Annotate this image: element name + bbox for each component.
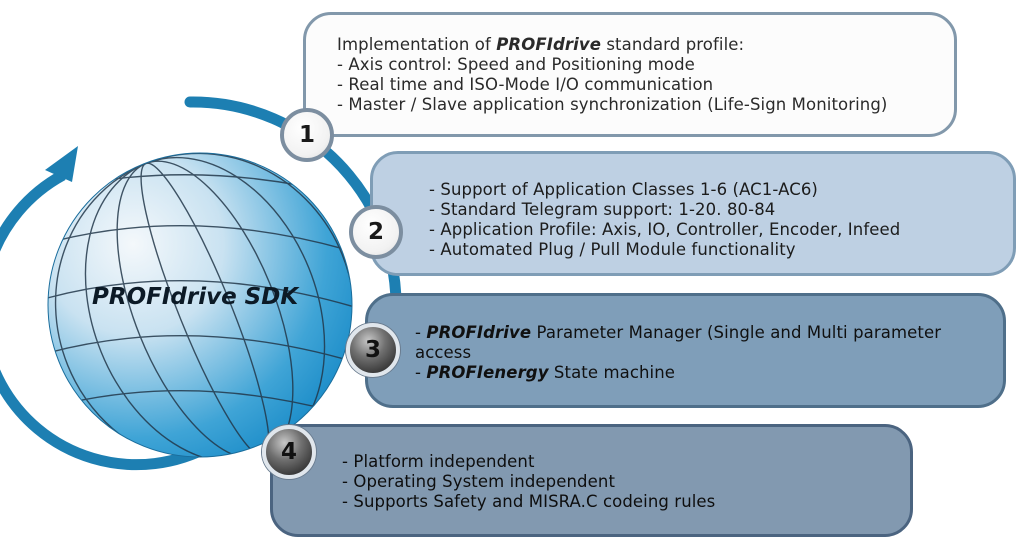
- step-4-line-1: - Platform independent: [342, 452, 535, 471]
- step-4-line-2: - Operating System independent: [342, 472, 616, 491]
- step-4-box: - Platform independent - Operating Syste…: [270, 424, 913, 537]
- center-label: PROFIdrive SDK: [92, 284, 299, 310]
- step-1-line-1: Implementation of PROFIdrive standard pr…: [337, 35, 745, 54]
- step-3-number: 3: [364, 337, 381, 363]
- step-2-badge: 2: [349, 205, 403, 259]
- step-1-line-3: - Real time and ISO-Mode I/O communicati…: [337, 75, 714, 94]
- arrow-head: [45, 146, 78, 182]
- step-2-text: - Support of Application Classes 1-6 (AC…: [429, 180, 900, 260]
- step-1-number: 1: [298, 122, 315, 148]
- step-2-line-3: - Application Profile: Axis, IO, Control…: [429, 220, 901, 239]
- step-2-line-1: - Support of Application Classes 1-6 (AC…: [429, 180, 818, 199]
- step-4-line-3: - Supports Safety and MISRA.C codeing ru…: [342, 492, 716, 511]
- step-3-line-2: - PROFIenergy State machine: [415, 363, 676, 382]
- step-2-line-4: - Automated Plug / Pull Module functiona…: [429, 240, 796, 259]
- step-3-text: - PROFIdrive Parameter Manager (Single a…: [415, 323, 990, 383]
- arrow-ring-inner: [0, 170, 213, 471]
- arrow-ring-outer: [184, 96, 402, 351]
- step-1-line-2: - Axis control: Speed and Positioning mo…: [337, 55, 695, 74]
- step-4-badge: 4: [262, 425, 316, 479]
- step-1-box: Implementation of PROFIdrive standard pr…: [303, 12, 957, 137]
- step-1-line-4: - Master / Slave application synchroniza…: [337, 95, 888, 114]
- step-2-line-2: - Standard Telegram support: 1-20. 80-84: [429, 200, 776, 219]
- step-2-box: - Support of Application Classes 1-6 (AC…: [370, 151, 1016, 276]
- step-4-number: 4: [280, 439, 297, 465]
- step-3-line-1: - PROFIdrive Parameter Manager (Single a…: [415, 323, 942, 362]
- step-1-text: Implementation of PROFIdrive standard pr…: [337, 35, 887, 115]
- step-4-text: - Platform independent - Operating Syste…: [342, 452, 715, 512]
- step-3-badge: 3: [346, 323, 400, 377]
- step-2-number: 2: [367, 219, 384, 245]
- step-3-box: - PROFIdrive Parameter Manager (Single a…: [365, 293, 1006, 408]
- step-1-badge: 1: [280, 108, 334, 162]
